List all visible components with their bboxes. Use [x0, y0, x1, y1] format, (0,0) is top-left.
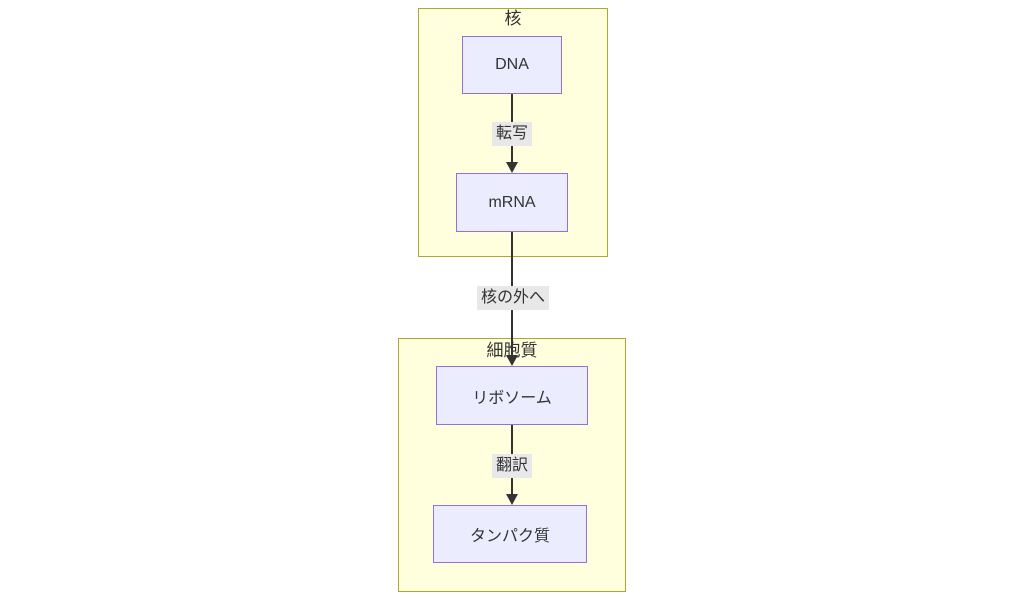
node-protein: タンパク質 [433, 505, 587, 563]
edge-label-transcription: 転写 [491, 122, 533, 146]
arrowhead-down-icon [506, 355, 518, 366]
edge-label-out-of-nucleus: 核の外へ [476, 286, 550, 310]
node-ribosome-label: リボソーム [472, 389, 552, 407]
node-dna-label: DNA [495, 56, 529, 73]
arrowhead-down-icon [506, 494, 518, 505]
node-dna: DNA [462, 36, 562, 94]
node-protein-label: タンパク質 [469, 528, 550, 545]
edge-label-translation: 翻訳 [491, 454, 533, 478]
node-mrna: mRNA [456, 173, 568, 232]
arrowhead-down-icon [506, 162, 518, 173]
node-mrna-label: mRNA [488, 193, 536, 211]
node-ribosome: リボソーム [436, 366, 588, 425]
cluster-nucleus-title: 核 [504, 9, 522, 28]
